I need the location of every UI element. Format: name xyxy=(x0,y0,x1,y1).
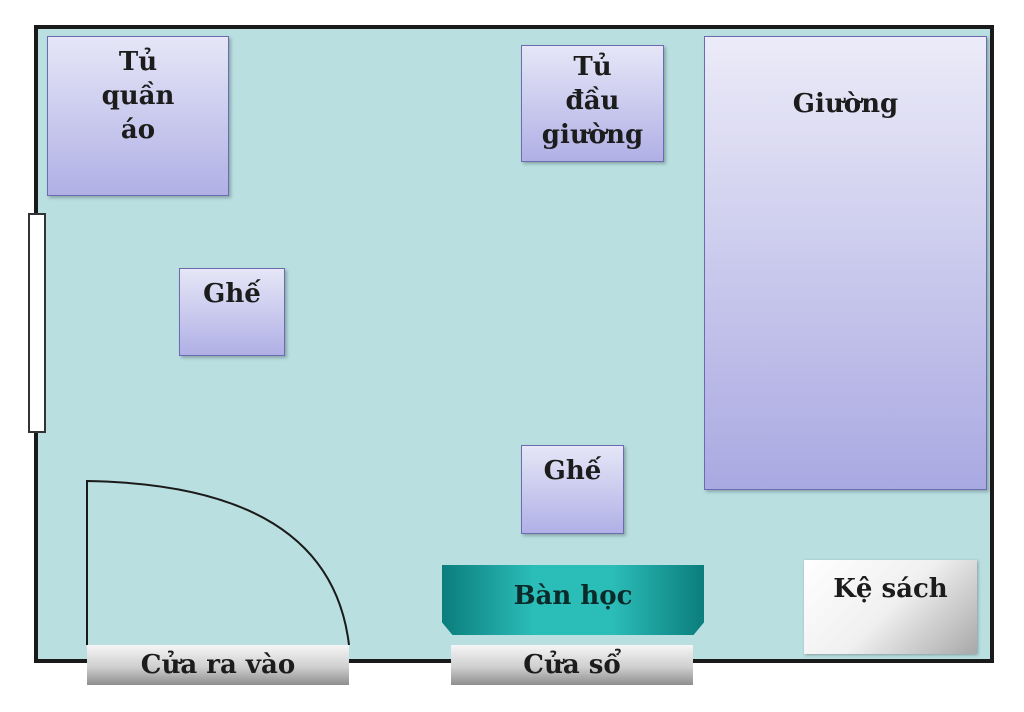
entrance-door: Cửa ra vào xyxy=(87,645,349,685)
chair-center-label: Ghế xyxy=(543,456,602,486)
bed: Giường xyxy=(704,36,987,490)
bookshelf: Kệ sách xyxy=(804,560,977,654)
window: Cửa sổ xyxy=(451,645,693,685)
nightstand: Tủ đầu giường xyxy=(521,45,664,162)
window-label: Cửa sổ xyxy=(523,650,621,680)
bookshelf-label: Kệ sách xyxy=(833,574,948,604)
bed-label: Giường xyxy=(792,89,899,119)
study-desk-label: Bàn học xyxy=(513,581,633,611)
entrance-door-label: Cửa ra vào xyxy=(140,650,296,680)
chair-left-label: Ghế xyxy=(203,279,261,309)
chair-center: Ghế xyxy=(521,445,624,534)
nightstand-label: Tủ đầu giường xyxy=(541,52,644,150)
study-desk: Bàn học xyxy=(442,565,704,635)
wardrobe: Tủ quần áo xyxy=(47,36,229,196)
wardrobe-label: Tủ quần áo xyxy=(101,47,175,145)
chair-left: Ghế xyxy=(179,268,285,356)
side-window xyxy=(28,213,46,433)
